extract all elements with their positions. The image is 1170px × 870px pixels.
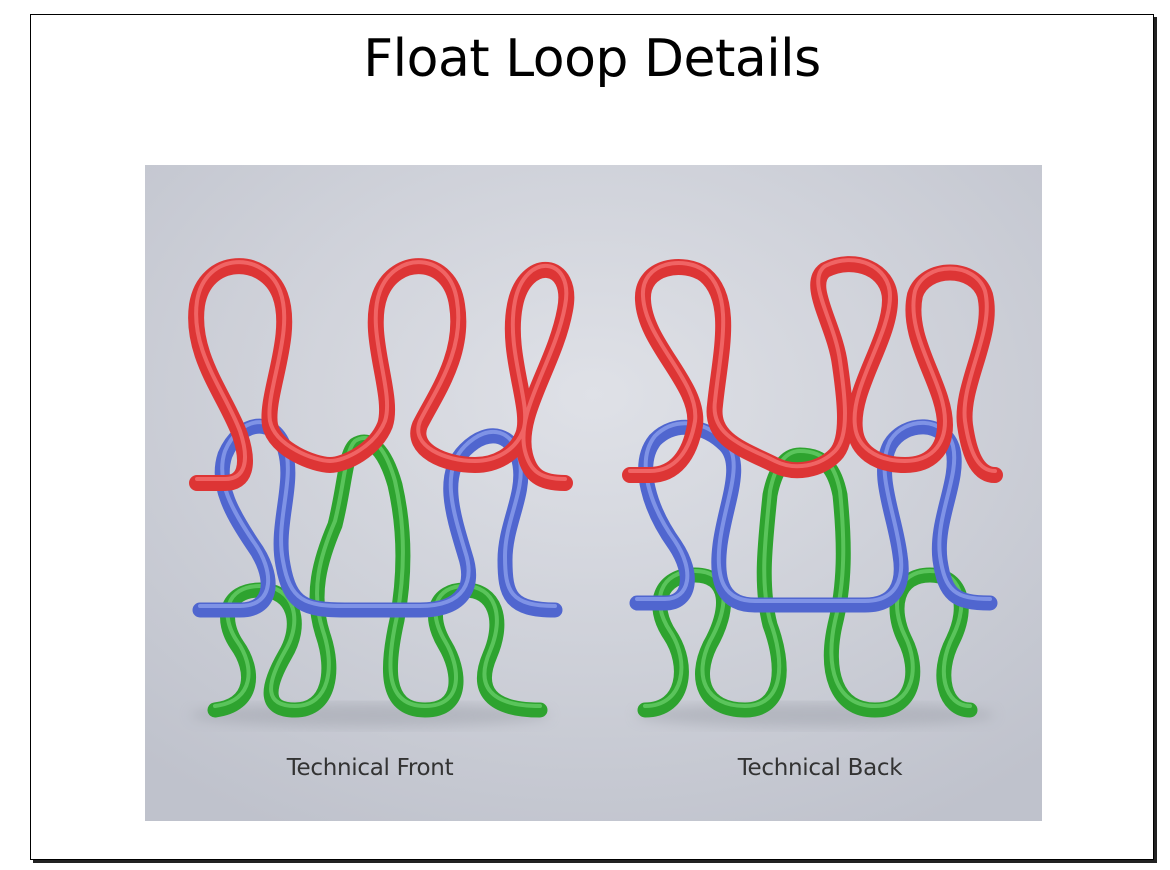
- technical-back-structure: [622, 256, 1003, 718]
- front-green-yarn: [207, 434, 548, 718]
- caption-technical-front: Technical Front: [286, 755, 454, 781]
- front-red-yarn-highlight: [194, 260, 569, 481]
- float-loop-illustration: Technical Front Technical Back: [145, 165, 1042, 821]
- slide-title: Float Loop Details: [363, 29, 821, 89]
- caption-technical-back: Technical Back: [737, 755, 903, 781]
- technical-front-structure: [188, 258, 575, 718]
- front-red-yarn: [188, 258, 575, 491]
- slide: Float Loop Details: [30, 14, 1154, 860]
- back-red-yarn: [622, 256, 1003, 483]
- floor-shadow-back: [635, 703, 995, 727]
- back-red-yarn-highlight: [628, 258, 997, 473]
